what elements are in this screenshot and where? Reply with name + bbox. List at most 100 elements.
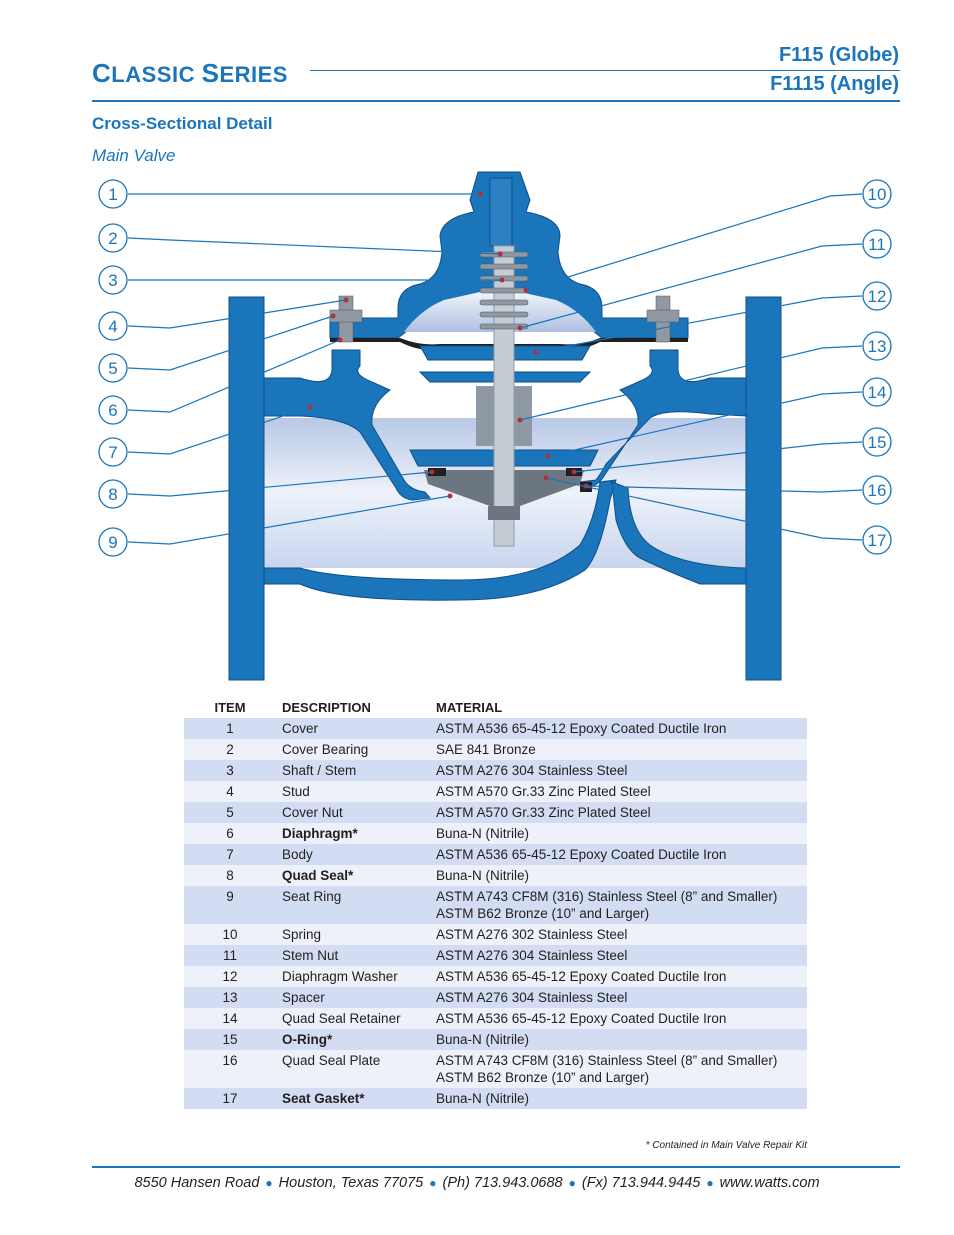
item-material: SAE 841 Bronze (430, 739, 807, 760)
svg-text:9: 9 (108, 533, 117, 552)
bullet-icon: ● (429, 1176, 437, 1190)
repair-kit-footnote: * Contained in Main Valve Repair Kit (645, 1140, 807, 1151)
footer-contact: 8550 Hansen Road●Houston, Texas 77075●(P… (0, 1175, 954, 1191)
column-header-item: ITEM (184, 696, 276, 718)
callout-15: 15 (862, 427, 892, 457)
svg-text:11: 11 (868, 235, 886, 254)
footer-website[interactable]: www.watts.com (719, 1175, 820, 1191)
material-line: Buna-N (Nitrile) (436, 1091, 530, 1106)
svg-text:12: 12 (868, 287, 887, 306)
item-description: Diaphragm Washer (276, 966, 430, 987)
item-description: Seat Gasket* (276, 1088, 430, 1109)
item-description: Quad Seal Plate (276, 1050, 430, 1088)
stud-left (329, 295, 363, 343)
column-header-description: DESCRIPTION (276, 696, 430, 718)
spring (479, 251, 529, 330)
body-lower-right (611, 481, 747, 585)
callout-2: 2 (98, 223, 128, 253)
svg-text:4: 4 (108, 317, 117, 336)
svg-text:16: 16 (868, 481, 887, 500)
material-line: ASTM A570 Gr.33 Zinc Plated Steel (436, 805, 651, 820)
item-material: ASTM A570 Gr.33 Zinc Plated Steel (430, 802, 807, 823)
item-number: 17 (184, 1088, 276, 1109)
item-number: 15 (184, 1029, 276, 1050)
material-line: Buna-N (Nitrile) (436, 1032, 530, 1047)
header-rule (310, 70, 900, 71)
item-material: ASTM A536 65-45-12 Epoxy Coated Ductile … (430, 966, 807, 987)
item-number: 7 (184, 844, 276, 865)
svg-text:13: 13 (868, 337, 887, 356)
callout-10: 10 (862, 179, 892, 209)
callout-5: 5 (98, 353, 128, 383)
model-angle: F1115 (Angle) (770, 73, 899, 95)
material-line: ASTM B62 Bronze (10” and Larger) (436, 1070, 650, 1085)
callout-12: 12 (862, 281, 892, 311)
item-material: Buna-N (Nitrile) (430, 823, 807, 844)
column-header-material: MATERIAL (430, 696, 807, 718)
parts-table-header: ITEM DESCRIPTION MATERIAL (184, 696, 807, 718)
callout-9: 9 (98, 527, 128, 557)
callout-6: 6 (98, 395, 128, 425)
series-first-initial: C (92, 58, 112, 88)
item-number: 11 (184, 945, 276, 966)
material-line: ASTM A276 304 Stainless Steel (436, 990, 628, 1005)
item-description: Spring (276, 924, 430, 945)
material-line: ASTM A276 304 Stainless Steel (436, 763, 628, 778)
callout-4: 4 (98, 311, 128, 341)
svg-text:10: 10 (868, 185, 887, 204)
item-number: 2 (184, 739, 276, 760)
item-number: 1 (184, 718, 276, 739)
callout-8: 8 (98, 479, 128, 509)
item-number: 3 (184, 760, 276, 781)
material-line: ASTM A536 65-45-12 Epoxy Coated Ductile … (436, 1011, 727, 1026)
callout-11: 11 (862, 229, 892, 259)
svg-text:1: 1 (108, 185, 117, 204)
callout-16: 16 (862, 475, 892, 505)
item-material: ASTM A743 CF8M (316) Stainless Steel (8”… (430, 1050, 807, 1088)
right-flange (745, 296, 782, 681)
item-description: Spacer (276, 987, 430, 1008)
footer-rule (92, 1166, 900, 1168)
item-description: Cover (276, 718, 430, 739)
item-description: Quad Seal Retainer (276, 1008, 430, 1029)
item-material: ASTM A276 304 Stainless Steel (430, 987, 807, 1008)
item-number: 16 (184, 1050, 276, 1088)
item-number: 10 (184, 924, 276, 945)
quad-seal (428, 468, 446, 476)
svg-text:17: 17 (868, 531, 887, 550)
stem-nut (488, 506, 520, 520)
item-material: Buna-N (Nitrile) (430, 865, 807, 886)
stud-right (646, 295, 680, 343)
item-description: Cover Nut (276, 802, 430, 823)
header-divider (92, 100, 900, 102)
svg-text:15: 15 (868, 433, 887, 452)
bullet-icon: ● (568, 1176, 576, 1190)
material-line: Buna-N (Nitrile) (436, 868, 530, 883)
material-line: SAE 841 Bronze (436, 742, 536, 757)
item-number: 8 (184, 865, 276, 886)
item-description: Seat Ring (276, 886, 430, 924)
item-number: 5 (184, 802, 276, 823)
material-line: ASTM A743 CF8M (316) Stainless Steel (8”… (436, 1053, 778, 1068)
item-description: Stud (276, 781, 430, 802)
footer-phone: (Ph) 713.943.0688 (442, 1175, 563, 1191)
cover-bearing (489, 177, 513, 247)
callout-7: 7 (98, 437, 128, 467)
item-description: Body (276, 844, 430, 865)
item-material: ASTM A276 302 Stainless Steel (430, 924, 807, 945)
svg-text:3: 3 (108, 271, 117, 290)
model-globe: F115 (Globe) (778, 44, 899, 66)
item-material: ASTM A570 Gr.33 Zinc Plated Steel (430, 781, 807, 802)
callout-1: 1 (98, 179, 128, 209)
item-material: ASTM A276 304 Stainless Steel (430, 760, 807, 781)
